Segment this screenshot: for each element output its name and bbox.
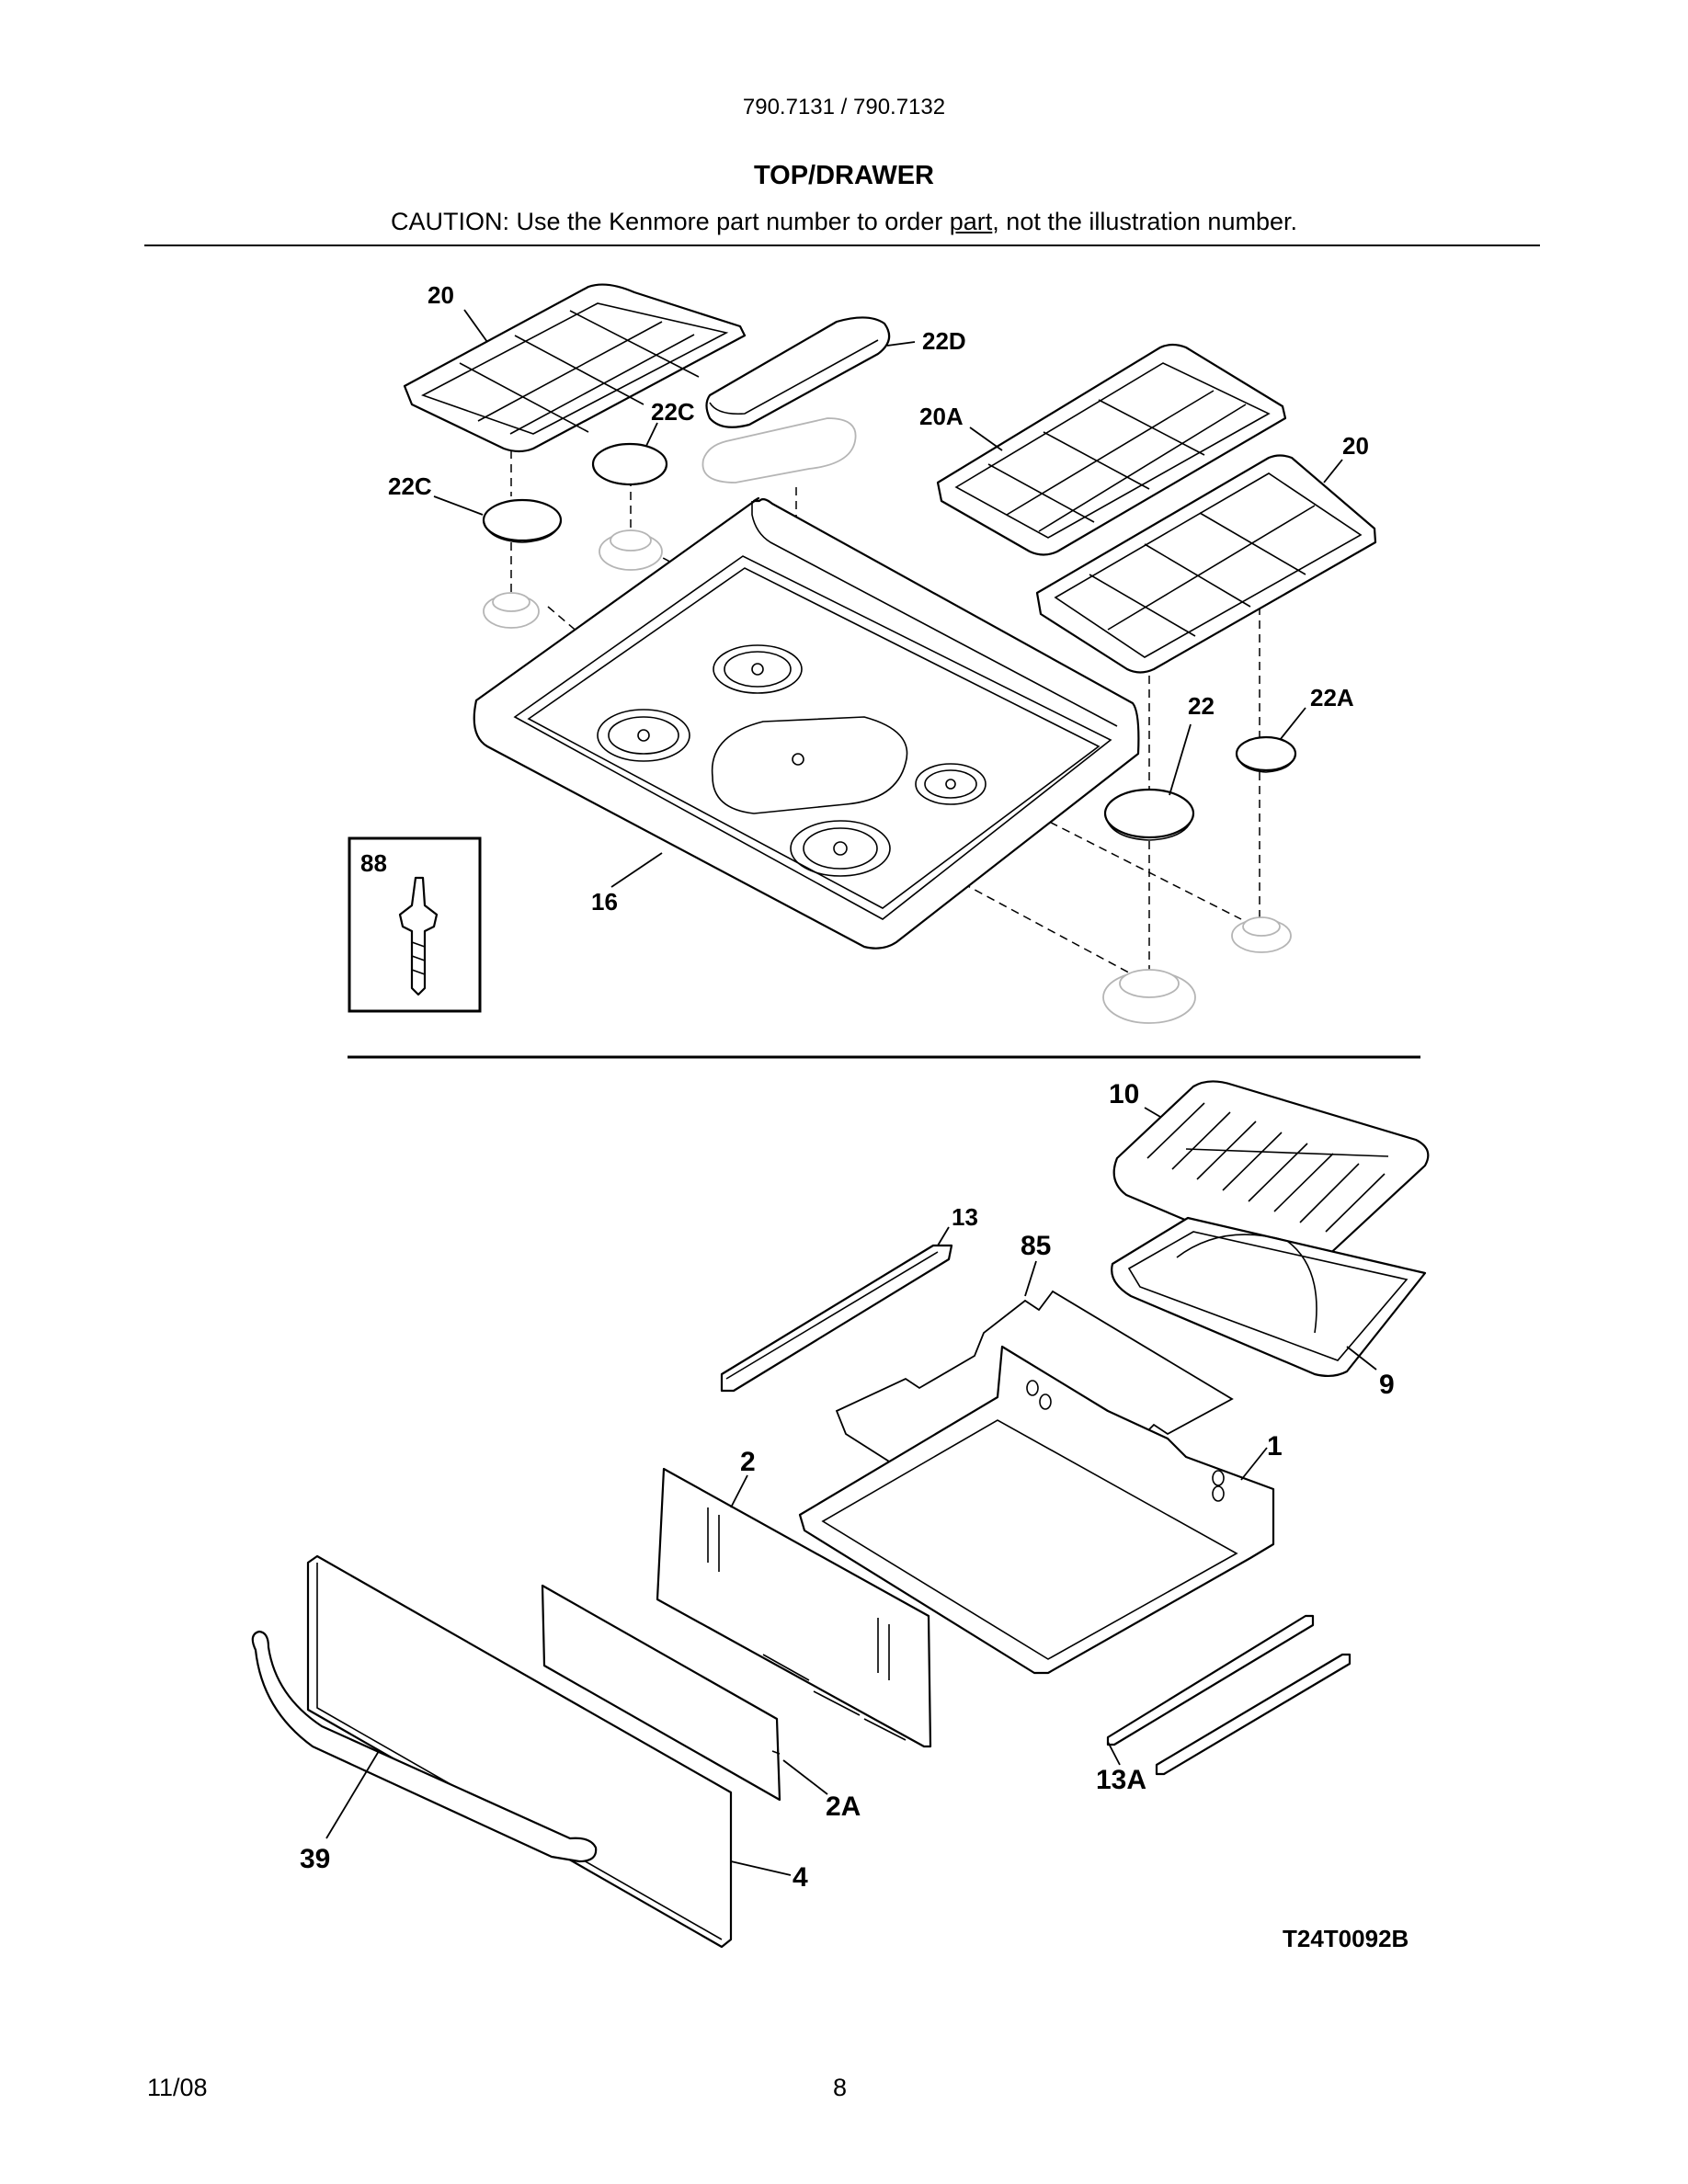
callout-2: 2	[740, 1447, 756, 1477]
burner-cap-22A	[1235, 735, 1297, 773]
callout-22C-upper: 22C	[651, 398, 695, 426]
caution-note: CAUTION: Use the Kenmore part number to …	[0, 208, 1688, 236]
drawer-liner-2A	[541, 1584, 781, 1802]
callout-2A: 2A	[826, 1792, 861, 1822]
grate-20-left	[403, 283, 747, 453]
oval-burner-ghost	[701, 417, 857, 483]
callout-20A: 20A	[919, 403, 964, 430]
callout-88: 88	[360, 849, 387, 877]
callout-9: 9	[1379, 1370, 1395, 1400]
drawer-body-1	[798, 1345, 1275, 1675]
callout-1: 1	[1267, 1431, 1283, 1462]
callout-85: 85	[1021, 1231, 1051, 1261]
callout-22: 22	[1188, 692, 1215, 720]
callout-4: 4	[793, 1862, 808, 1893]
page-number: 8	[833, 2074, 848, 2101]
footer-date: 11/08	[147, 2074, 208, 2101]
part-88-inset-box	[348, 836, 482, 1013]
header-rule	[144, 245, 1540, 246]
burner-cap-22D	[705, 316, 891, 428]
drawer-slide-13A	[1106, 1614, 1352, 1776]
caution-text-end: , not the illustration number.	[992, 208, 1297, 235]
drawer-handle-39	[251, 1630, 598, 1863]
callout-22A: 22A	[1310, 684, 1354, 711]
caution-underlined-word: part	[949, 208, 993, 235]
callout-13A: 13A	[1096, 1765, 1146, 1795]
burner-cap-22	[1103, 788, 1195, 841]
caution-text: CAUTION: Use the Kenmore part number to …	[391, 208, 950, 235]
drawer-back-panel-2	[656, 1467, 932, 1748]
burner-cap-22C-upper	[591, 442, 668, 486]
callout-39: 39	[300, 1844, 330, 1874]
callout-13: 13	[952, 1203, 978, 1231]
broiler-pan-9	[1111, 1216, 1427, 1378]
burner-head-ghosts	[483, 529, 1292, 1024]
callout-16: 16	[591, 888, 618, 916]
callout-20-left: 20	[428, 281, 454, 309]
cooktop-16	[473, 496, 1140, 950]
burner-cap-22C-lower	[482, 498, 563, 543]
model-number: 790.7131 / 790.7132	[742, 95, 946, 119]
callout-20-right: 20	[1342, 432, 1369, 460]
grate-20A	[936, 343, 1287, 556]
callout-labels: 20 22D 22C 22C 20A 20 22 22A 88 16 10 13…	[300, 281, 1409, 1952]
grate-20-right	[1035, 454, 1377, 674]
drawer-slide-13	[720, 1244, 953, 1393]
page-title: TOP/DRAWER	[753, 161, 935, 190]
callout-22D: 22D	[922, 327, 966, 355]
leader-lines-top	[433, 309, 1343, 888]
diagram-code: T24T0092B	[1283, 1925, 1409, 1952]
drawer-front-4	[306, 1554, 733, 1949]
callout-22C-lower: 22C	[388, 472, 432, 500]
leader-lines-bottom	[325, 1107, 1377, 1876]
callout-10: 10	[1109, 1079, 1139, 1109]
